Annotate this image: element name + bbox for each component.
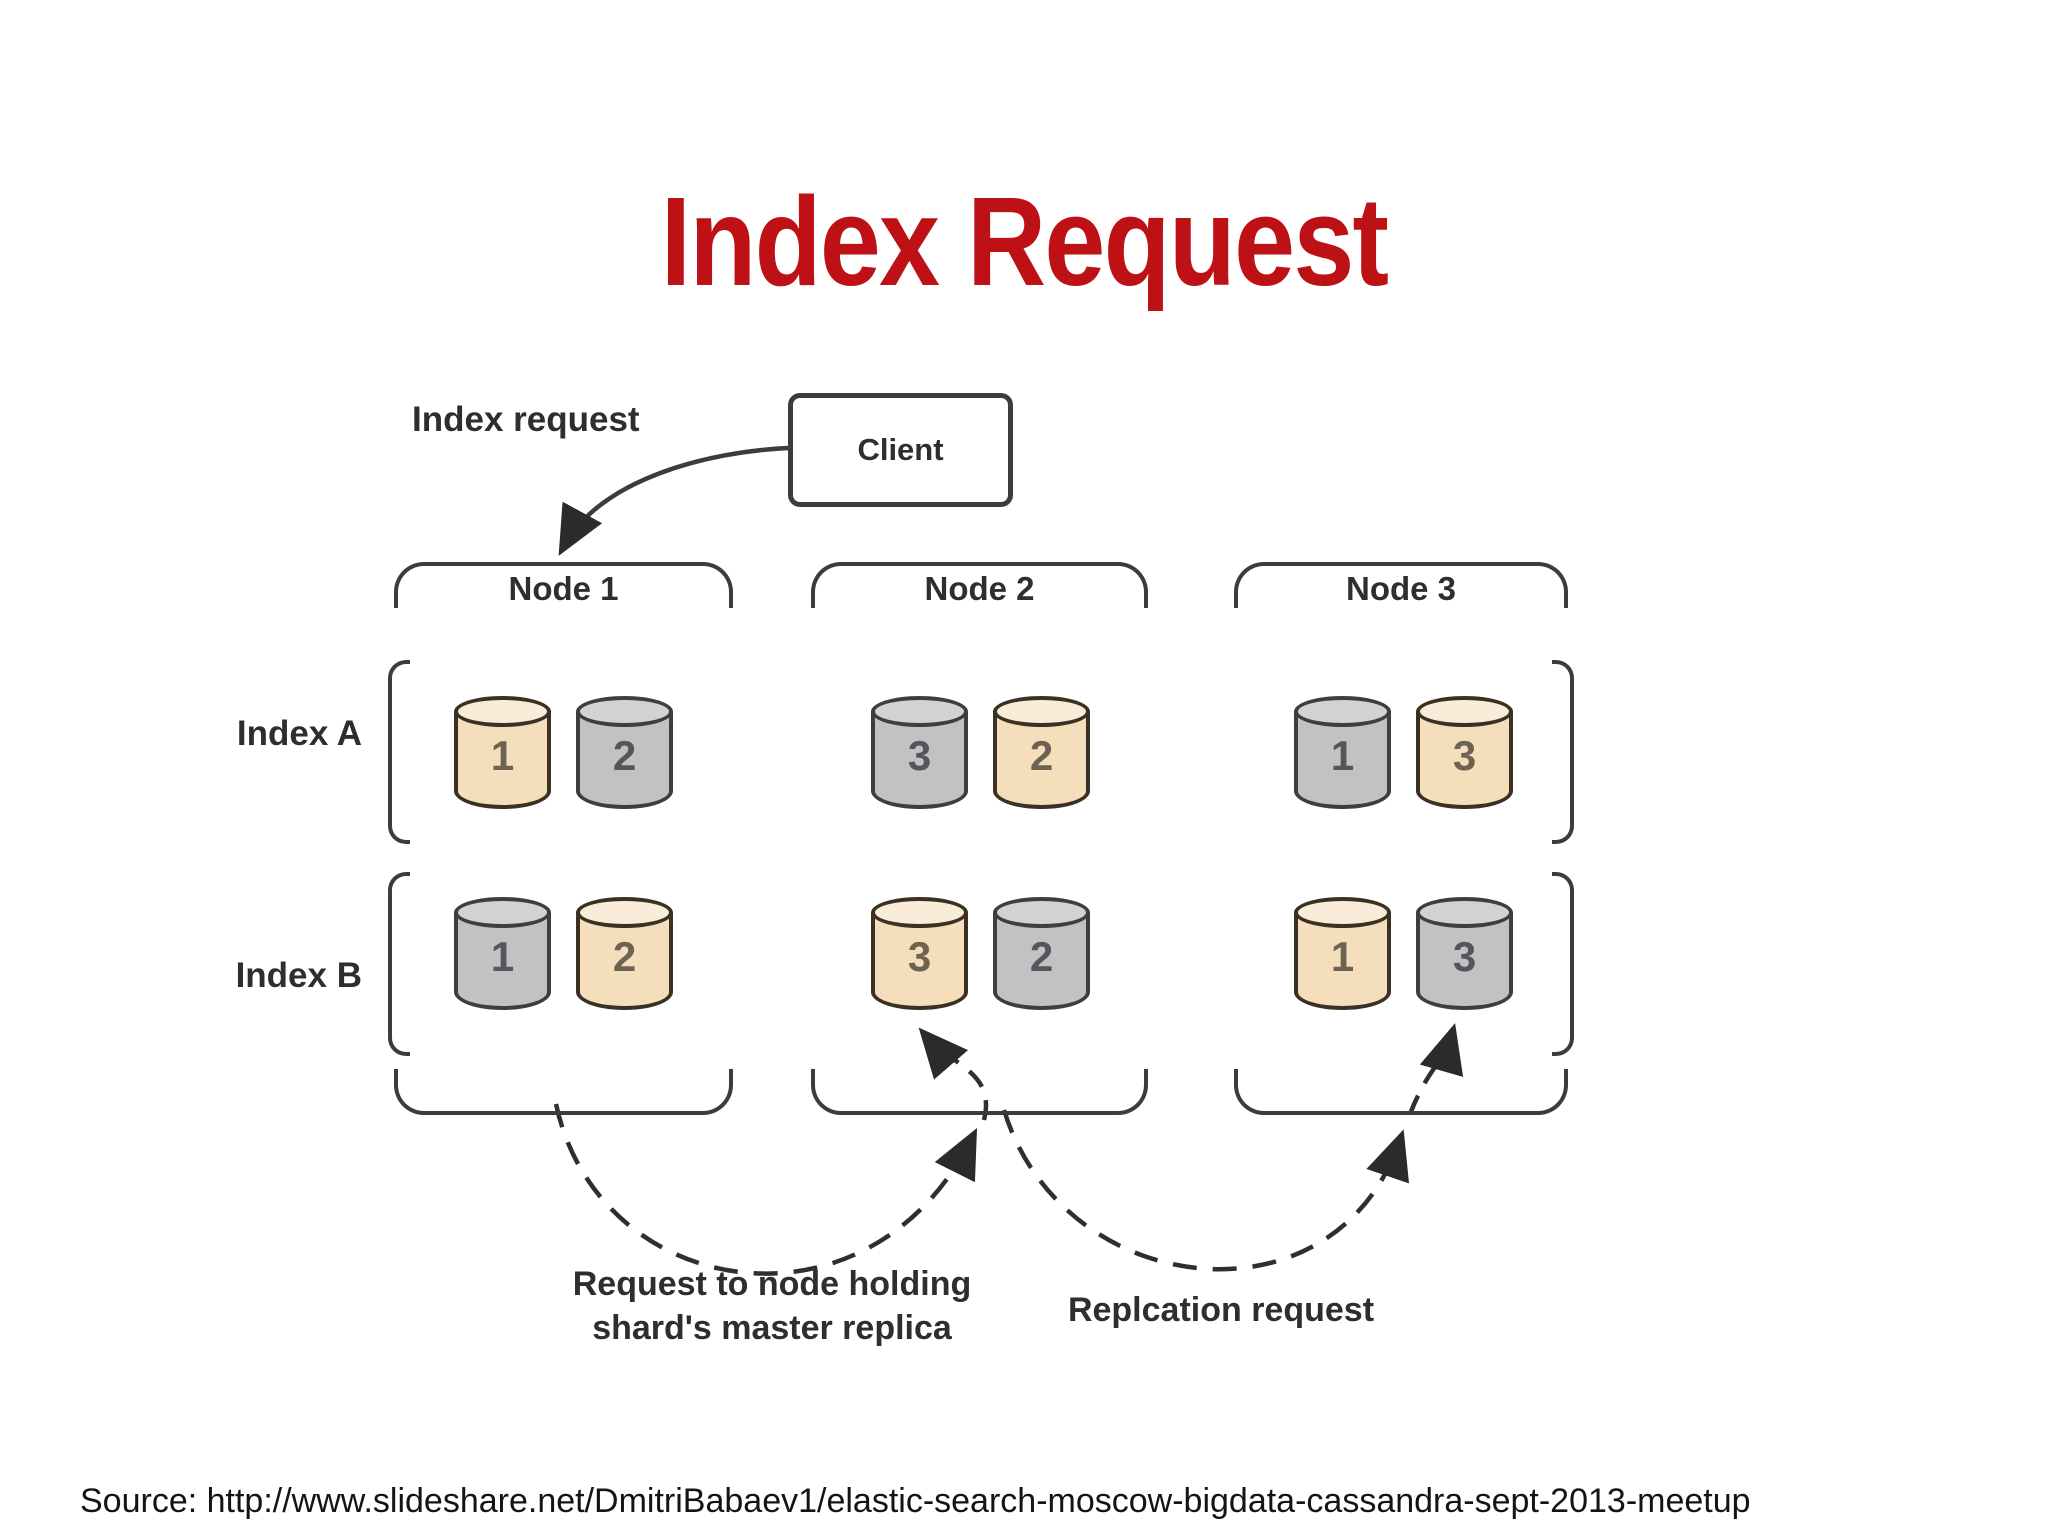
client-label: Client (857, 432, 944, 467)
source-attribution: Source: http://www.slideshare.net/Dmitri… (80, 1482, 1751, 1520)
request-master-note-line1: Request to node holding (572, 1265, 972, 1303)
node-1-bottom-bracket (394, 1069, 733, 1115)
node-2-top-bracket (811, 562, 1148, 608)
shard-cylinder-top (576, 696, 673, 727)
shard-cylinder-body (871, 711, 968, 809)
shard-cylinder-top (454, 897, 551, 928)
index-b-right-bracket (1552, 872, 1574, 1056)
shard-number: 2 (1029, 732, 1054, 779)
shard-cylinder-top (1294, 897, 1391, 928)
replication-arc (1001, 1109, 1409, 1272)
shard-cylinder-top (454, 696, 551, 727)
index-a-right-bracket (1552, 660, 1574, 844)
shard-cylinder-body (993, 912, 1090, 1010)
shard-number: 2 (612, 933, 637, 980)
node-2-index-b-shard-2-replica: 2 (993, 897, 1090, 1010)
shard-cylinder-top (871, 897, 968, 928)
shard-cylinder-top (1294, 696, 1391, 727)
node-2-index-a-shard-3-replica: 3 (871, 696, 968, 809)
shard-cylinder-body (1416, 912, 1513, 1010)
node-3-index-a-shard-3-primary: 3 (1416, 696, 1513, 809)
request-master-note-line2: shard's master replica (592, 1309, 952, 1347)
page-title: Index Request (660, 171, 1389, 313)
node-3-top-bracket (1234, 562, 1568, 608)
shard-cylinder-top (993, 897, 1090, 928)
node-2-bottom-bracket (811, 1069, 1148, 1115)
shard-cylinder-top (993, 696, 1090, 727)
replication-note: Replcation request (1067, 1291, 1375, 1329)
shard-number: 2 (1029, 933, 1054, 980)
node-3-index-a-shard-1-replica: 1 (1294, 696, 1391, 809)
shard-cylinder-body (576, 711, 673, 809)
node-1-label: Node 1 (508, 570, 619, 607)
shard-cylinder-body (576, 912, 673, 1010)
client-box: Client (788, 393, 1013, 507)
node-1-index-a-shard-2-replica: 2 (576, 696, 673, 809)
node-3-index-b-shard-3-replica: 3 (1416, 897, 1513, 1010)
shard-cylinder-body (1294, 711, 1391, 809)
shard-cylinder-body (993, 711, 1090, 809)
request-master-arc (553, 1103, 978, 1276)
node-1-index-b-shard-2-primary: 2 (576, 897, 673, 1010)
node-1-index-a-shard-1-primary: 1 (454, 696, 551, 809)
request-master-note: Request to node holding shard's master r… (472, 1262, 1072, 1350)
shard-cylinder-body (1416, 711, 1513, 809)
shard-cylinder-body (1294, 912, 1391, 1010)
node-1-top-bracket (394, 562, 733, 608)
shard-cylinder-body (454, 912, 551, 1010)
client-to-node1-arrow (558, 445, 789, 556)
node-2-label: Node 2 (924, 570, 1035, 607)
index-request-label: Index request (412, 400, 640, 439)
shard-number: 3 (1452, 933, 1477, 980)
node-3-index-b-shard-1-primary: 1 (1294, 897, 1391, 1010)
index-b-label: Index B (235, 956, 362, 995)
shard-number: 1 (490, 732, 515, 779)
index-b-left-bracket (388, 872, 410, 1056)
shard-cylinder-top (1416, 696, 1513, 727)
shard-cylinder-body (871, 912, 968, 1010)
shard-number: 1 (1330, 732, 1355, 779)
node-2-index-a-shard-2-primary: 2 (993, 696, 1090, 809)
index-a-label: Index A (236, 714, 362, 753)
shard-cylinder-top (1416, 897, 1513, 928)
node-1-index-b-shard-1-replica: 1 (454, 897, 551, 1010)
shard-number: 3 (1452, 732, 1477, 779)
shard-number: 2 (612, 732, 637, 779)
shard-cylinder-body (454, 711, 551, 809)
index-a-left-bracket (388, 660, 410, 844)
shard-cylinder-top (871, 696, 968, 727)
shard-number: 1 (1330, 933, 1355, 980)
node-2-index-b-shard-3-primary: 3 (871, 897, 968, 1010)
shard-number: 3 (907, 933, 932, 980)
shard-cylinder-top (576, 897, 673, 928)
shard-number: 3 (907, 732, 932, 779)
node-3-bottom-bracket (1234, 1069, 1568, 1115)
node-3-label: Node 3 (1345, 570, 1457, 607)
shard-number: 1 (490, 933, 515, 980)
